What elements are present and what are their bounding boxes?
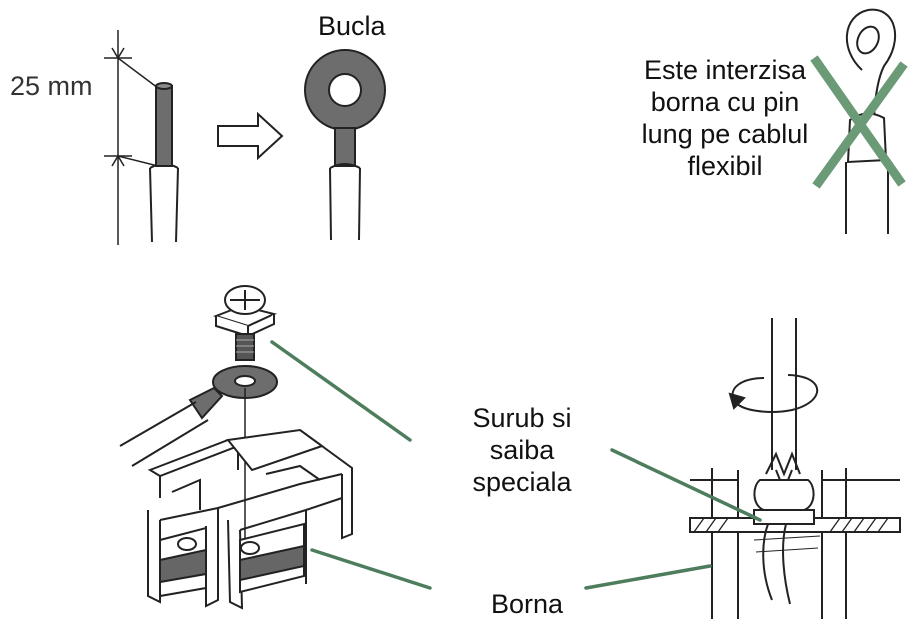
terminal-cross-section [689, 451, 901, 619]
screw-washer [212, 285, 277, 361]
ring-terminal [119, 365, 278, 540]
ring-loop [304, 49, 386, 241]
leader-terminal-left [310, 548, 432, 590]
terminal-block [147, 428, 353, 610]
leader-terminal-right [584, 564, 712, 590]
terminal-label: Borna [490, 589, 564, 619]
forbidden-line-2: borna cu pin [650, 87, 800, 117]
forbidden-line-3: lung pe cablul [641, 119, 809, 149]
dimension-label: 25 mm [10, 71, 93, 101]
screw-line-2: saiba [489, 435, 555, 465]
leader-lines [270, 340, 762, 590]
loop-label: Bucla [318, 11, 386, 41]
dimension-marker [104, 30, 159, 245]
leader-screw-left [270, 340, 412, 442]
screw-line-3: speciala [472, 467, 572, 497]
forbidden-lug-note: Este interzisa borna cu pin lung pe cabl… [605, 54, 845, 182]
screwdriver [771, 318, 797, 493]
forbidden-line-1: Este interzisa [643, 55, 807, 85]
stripped-wire [149, 82, 179, 243]
leader-screw-right [610, 448, 762, 522]
screw-line-1: Surub si [472, 403, 572, 433]
hollow-arrow-icon [217, 111, 284, 161]
rotation-arrow-icon [728, 374, 819, 413]
screw-washer-label: Surub si saiba speciala [452, 402, 592, 498]
forbidden-line-4: flexibil [687, 151, 763, 181]
forbidden-cross-icon [810, 55, 908, 189]
